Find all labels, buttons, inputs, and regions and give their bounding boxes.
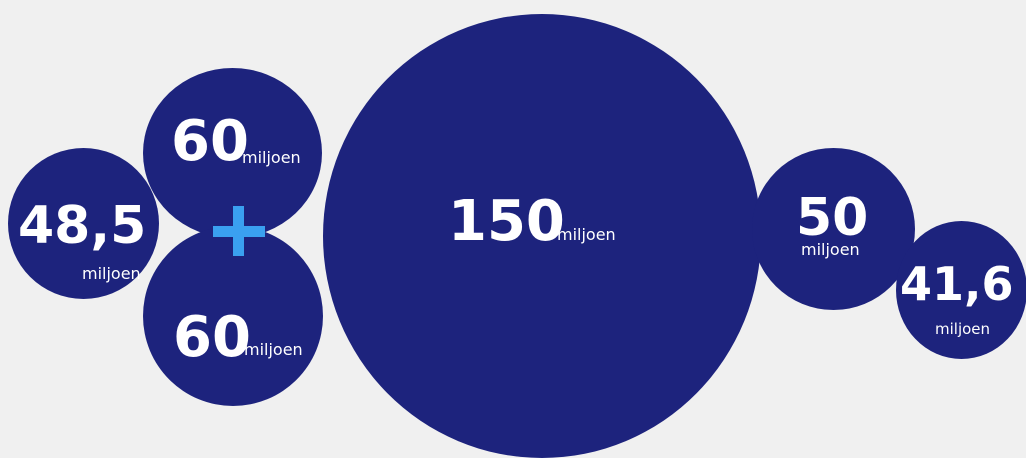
bubble-value: 50 [796,188,869,248]
bubble-unit: miljoen [801,240,860,259]
bubble-value: 60 [171,109,249,174]
bubble-value: 150 [448,189,565,254]
bubble-unit: miljoen [242,148,301,167]
bubble-60-miljoen-top: 60 miljoen [143,68,322,238]
bubble-unit: miljoen [557,225,616,244]
bubble-41-6-miljoen: 41,6 miljoen [896,221,1026,359]
bubble-unit: miljoen [244,340,303,359]
bubble-unit: miljoen [935,320,991,338]
bubble-60-miljoen-bottom: 60 miljoen [143,226,323,406]
bubble-unit: miljoen [82,264,141,283]
bubble-50-miljoen: 50 miljoen [752,148,915,310]
bubble-150-miljoen: 150 miljoen [323,14,761,458]
bubble-value: 60 [173,305,251,370]
bubble-value: 48,5 [18,196,147,256]
bubble-value: 41,6 [900,257,1014,311]
plus-icon-vertical [233,206,244,256]
bubble-48-5-miljoen: 48,5 miljoen [8,148,159,299]
